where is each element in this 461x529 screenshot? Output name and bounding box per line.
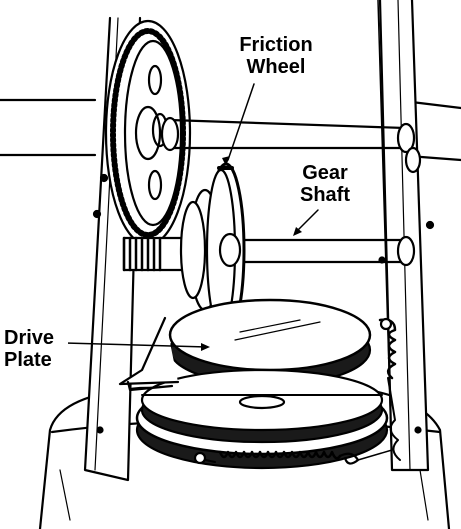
drive-plate-label-line1: Drive — [4, 327, 55, 349]
tension-spring — [378, 317, 401, 461]
gear-shaft-label-line1: Gear — [302, 162, 348, 184]
drive-plate-label: Drive Plate — [2, 327, 68, 371]
upper-shaft — [160, 116, 422, 174]
friction-wheel-label-line2: Wheel — [246, 56, 306, 78]
gear-shaft-leader — [295, 209, 319, 233]
leader-lines — [64, 83, 319, 348]
lower-disc — [135, 368, 389, 470]
friction-wheel-leader — [227, 83, 255, 161]
friction-wheel-label: Friction Wheel — [222, 34, 330, 78]
friction-wheel — [179, 162, 246, 338]
gear-shaft-label-line2: Shaft — [300, 184, 350, 206]
friction-wheel-label-line1: Friction — [239, 34, 313, 56]
bottom-spring — [193, 449, 393, 465]
bracket-arm — [118, 316, 180, 392]
drive-plate-label-line2: Plate — [4, 349, 52, 371]
gear-shaft — [122, 235, 416, 272]
gear-shaft-label: Gear Shaft — [287, 162, 363, 206]
drive-plate-leader — [64, 342, 208, 348]
spur-gear — [104, 19, 192, 247]
